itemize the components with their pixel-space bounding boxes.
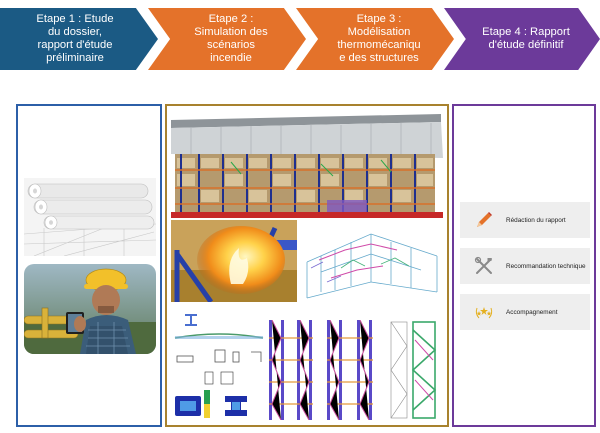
fire-simulation-image: [171, 220, 297, 302]
step-1-label: Etape 1 : Etude du dossier, rapport d'ét…: [36, 12, 114, 65]
steel-section-profiles-image: [171, 312, 267, 420]
deliverable-report-writing-label: Rédaction du rapport: [506, 216, 566, 224]
step-2-label: Etape 2 : Simulation des scénarios incen…: [194, 12, 268, 65]
step-3-label: Etape 3 : Modélisation thermomécaniqu e …: [337, 12, 421, 65]
step-2-chevron: Etape 2 : Simulation des scénarios incen…: [148, 8, 306, 70]
deliverable-report-writing: Rédaction du rapport: [460, 202, 590, 238]
rack-frame-elevation-image: [269, 320, 443, 420]
step-4-chevron: Etape 4 : Rapport d'étude définitif: [444, 8, 600, 70]
step-3-chevron: Etape 3 : Modélisation thermomécaniqu e …: [296, 8, 454, 70]
laurel-stars-icon: [475, 307, 493, 319]
step-4-label: Etape 4 : Rapport d'étude définitif: [482, 25, 570, 51]
analysis-panel: [16, 104, 162, 427]
report-panel: Rédaction du rapport Recommandation tech…: [452, 104, 596, 427]
deliverable-support-label: Accompagnement: [506, 308, 558, 316]
warehouse-3d-model-image: [171, 114, 443, 218]
simulation-panel: [165, 104, 449, 427]
deliverable-support: Accompagnement: [460, 294, 590, 330]
pencil-icon: [477, 212, 492, 227]
deliverable-technical-recommendation: Recommandation technique: [460, 248, 590, 284]
engineer-with-tablet-image: [24, 264, 156, 354]
deliverable-technical-recommendation-label: Recommandation technique: [506, 262, 586, 270]
step-1-chevron: Etape 1 : Etude du dossier, rapport d'ét…: [0, 8, 158, 70]
structural-frame-3d-image: [301, 220, 443, 306]
blueprint-rolls-image: [24, 178, 156, 256]
tools-icon: [474, 256, 492, 274]
